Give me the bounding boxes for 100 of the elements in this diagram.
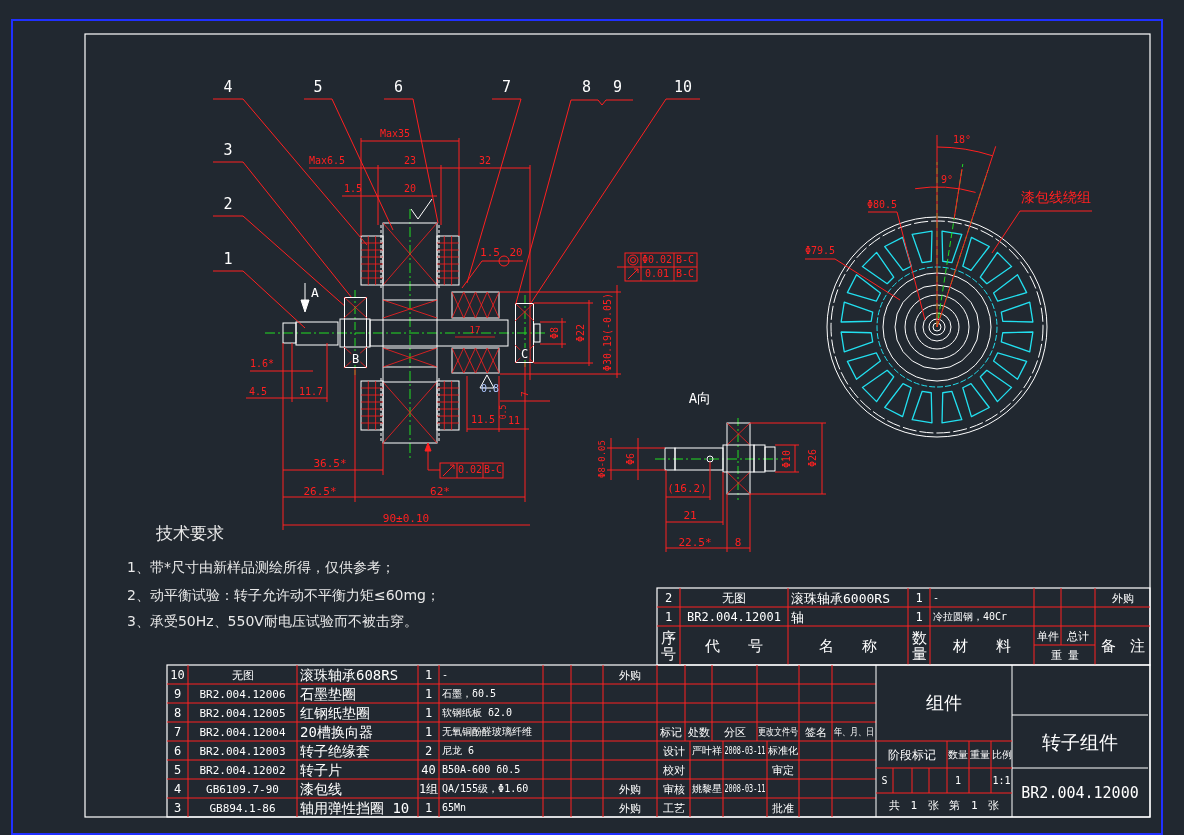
leader-line <box>242 215 345 306</box>
table-entry: 阶段标记 <box>887 748 936 761</box>
table-entry: 批准 <box>772 802 794 813</box>
table-entry: 总计 <box>1067 630 1089 641</box>
dimension-text: 22.5* <box>678 536 712 548</box>
dimension-text: 36.5* <box>313 457 347 469</box>
table-entry: 1组 <box>418 782 439 795</box>
table-entry: 3 <box>173 801 182 814</box>
callout <box>304 80 332 100</box>
table-entry: 尼龙 6 <box>442 745 475 756</box>
table-entry: 序号 <box>661 629 676 662</box>
dimension-text: Φ80.5 <box>866 200 898 210</box>
callout-number: 2 <box>223 197 233 212</box>
table-entry: - <box>442 669 449 680</box>
heading: 技术要求 <box>156 524 224 542</box>
callout <box>213 80 243 100</box>
table-entry: 1 <box>915 591 923 604</box>
note-text: 2、动平衡试验：转子允许动不平衡力矩≤60mg； <box>127 588 440 602</box>
table-entry: 标准化 <box>768 745 798 756</box>
table-entry: 4 <box>173 782 182 795</box>
dimension-text: 9° <box>941 175 953 185</box>
table-entry: 8 <box>173 706 182 719</box>
table-entry: 7 <box>173 725 182 738</box>
datum-letter: C <box>519 348 530 360</box>
dimension-text: Φ30.19(-0.05) <box>603 292 613 372</box>
table-entry: 1 <box>915 610 923 623</box>
leader-line <box>242 98 368 246</box>
table-entry: 无图 <box>722 591 746 604</box>
table-entry: BR2.004.12001 <box>687 610 781 623</box>
table-entry: 更改文件号 <box>758 726 798 737</box>
table-entry: BR2.004.12003 <box>199 745 286 756</box>
table-entry: QA/155级，Φ1.60 <box>442 783 529 794</box>
table-entry: 软钢纸板 δ2.0 <box>442 707 513 718</box>
table-entry: 漆包线 <box>300 781 342 796</box>
bearing <box>344 297 367 368</box>
table-entry: 审定 <box>772 764 794 775</box>
callout <box>213 143 243 163</box>
table-entry: 转子绝缘套 <box>300 743 370 758</box>
dimension-text: Max6.5 <box>308 156 346 166</box>
table-entry: 红钢纸垫圈 <box>300 705 370 720</box>
table-entry: - <box>933 592 940 603</box>
table-entry: 轴 <box>791 610 804 623</box>
dimension-text: 0.5 <box>500 404 508 420</box>
table-entry: 分区 <box>723 726 746 737</box>
table-entry: 20槽换向器 <box>300 724 373 739</box>
callout <box>666 80 700 100</box>
table-entry: 备注 <box>1099 638 1159 653</box>
callout-number: 1 <box>223 252 233 267</box>
table-entry: 1 <box>955 775 961 786</box>
table-entry: 2008-03-11 <box>724 745 766 756</box>
callout-number: 8 <box>582 80 591 95</box>
table-entry: 滚珠轴承6000RS <box>791 591 890 604</box>
leader-line <box>991 210 1021 254</box>
callout-number: 3 <box>223 143 233 158</box>
table-entry: B50A-600 δ0.5 <box>442 764 521 775</box>
table-entry: 数量 <box>911 629 927 662</box>
table-entry: 1 <box>424 687 433 700</box>
tolerance-value: Φ0.02 <box>641 255 673 265</box>
table-entry: 40 <box>421 763 436 776</box>
dimension-text: Max35 <box>379 129 411 139</box>
leader-line <box>466 98 522 284</box>
table-entry: BR2.004.12002 <box>199 764 286 775</box>
dimension-text: 17 <box>469 325 481 335</box>
note-text: 3、承受50Hz、550V耐电压试验而不被击穿。 <box>127 614 418 628</box>
table-entry: 姚黎星 <box>691 783 722 794</box>
table-entry: 重量 <box>970 749 990 760</box>
table-entry: 外购 <box>619 783 641 794</box>
table-entry: 无图 <box>231 669 254 680</box>
table-entry: 外购 <box>619 669 641 680</box>
table-entry: 严叶祥 <box>691 745 722 756</box>
dimension-text: Φ8-0.05 <box>597 440 607 478</box>
table-entry: 65Mn <box>442 802 467 813</box>
table-entry: BR2.004.12006 <box>199 688 286 699</box>
callout-number: 4 <box>223 80 233 95</box>
callout <box>571 80 633 106</box>
callout-number: 9 <box>613 80 622 95</box>
dimension-text: 11.5 <box>470 415 496 425</box>
table-entry: 外购 <box>1111 592 1134 603</box>
table-entry: GB894.1-86 <box>209 802 276 813</box>
dimension-text: Φ22 <box>576 323 586 343</box>
dimension-text: 18° <box>952 135 972 145</box>
callout-number: 5 <box>313 80 323 95</box>
table-entry: 石墨垫圈 <box>300 686 356 701</box>
tolerance-value: 0.02 <box>457 465 483 475</box>
callout-number: 10 <box>673 80 693 95</box>
view-letter: A <box>311 285 319 299</box>
datum-letter: B <box>350 353 361 365</box>
dimension-text: 11 <box>508 416 520 426</box>
callout <box>492 80 521 100</box>
table-entry: 审核 <box>662 783 685 794</box>
dimension-text: Φ79.5 <box>804 246 836 256</box>
roughness-value: 0.8 <box>480 384 500 394</box>
table-entry: 滚珠轴承608RS <box>300 667 399 682</box>
dimension-text: 21 <box>683 509 697 521</box>
leader-line <box>242 270 306 329</box>
table-entry: BR2.004.12004 <box>199 726 286 737</box>
table-entry: 处数 <box>687 726 710 737</box>
table-entry: 冷拉圆钢，40Cr <box>933 611 1008 622</box>
table-entry: BR2.004.12005 <box>199 707 286 718</box>
leader-line <box>515 99 572 304</box>
